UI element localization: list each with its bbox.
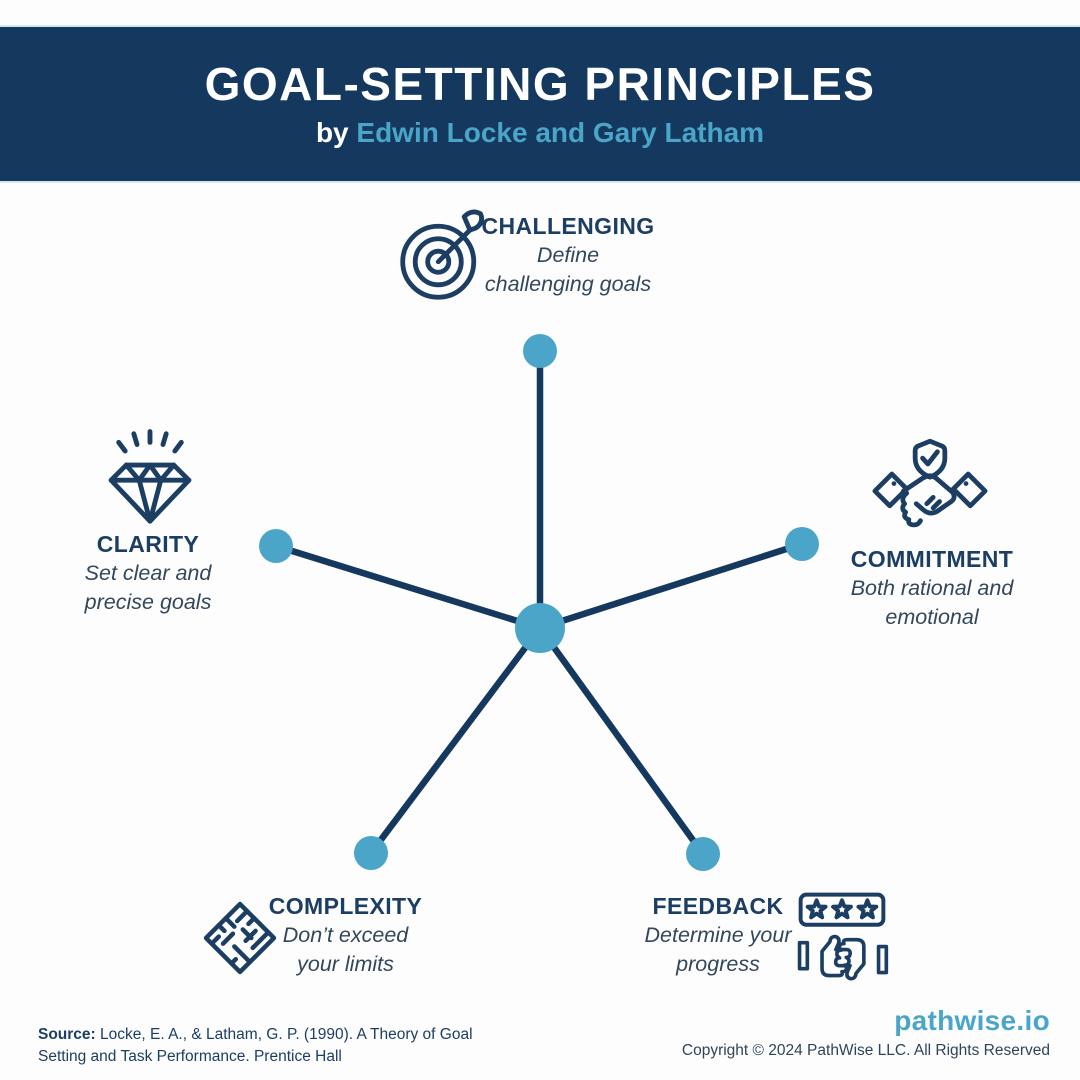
principle-label: CLARITY: [96, 531, 200, 557]
principle-desc-line2: your limits: [297, 951, 394, 976]
principle-desc-line1: Set clear and: [84, 560, 212, 585]
hub-dot: [515, 603, 565, 653]
principle-desc-line1: Both rational and: [850, 575, 1014, 600]
principle-desc-line1: Don’t exceed: [282, 922, 409, 947]
principle-desc-line1: Define: [536, 242, 600, 267]
subtitle-by: by: [315, 117, 357, 148]
copyright-text: Copyright © 2024 PathWise LLC. All Right…: [681, 1042, 1050, 1059]
header-band: GOAL-SETTING PRINCIPLES by Edwin Locke a…: [0, 25, 1080, 183]
connector-commitment: [539, 540, 803, 632]
node-dot-commitment: [785, 527, 819, 561]
principle-challenging: CHALLENGING Define challenging goals: [448, 212, 688, 299]
rating-thumbs-icon: [795, 886, 889, 986]
brand-logo: pathwise.io: [894, 1005, 1050, 1036]
principle-desc-line2: precise goals: [84, 589, 212, 614]
node-dot-clarity: [259, 529, 293, 563]
diamond-icon: [95, 424, 205, 532]
page-subtitle: by Edwin Locke and Gary Latham: [316, 119, 764, 147]
handshake-shield-icon: [868, 438, 992, 544]
maze-icon: [190, 888, 290, 988]
source-citation: Source: Locke, E. A., & Latham, G. P. (1…: [38, 1024, 490, 1068]
principle-label: CHALLENGING: [481, 213, 655, 239]
principle-desc-line1: Determine your: [644, 922, 792, 947]
node-dot-feedback: [686, 837, 720, 871]
source-text: Locke, E. A., & Latham, G. P. (1990). A …: [38, 1026, 473, 1065]
source-label: Source:: [38, 1026, 96, 1043]
target-arrow-icon: [396, 208, 492, 304]
connector-feedback: [537, 626, 706, 856]
connector-clarity: [275, 542, 541, 632]
principle-complexity: COMPLEXITY Don’t exceed your limits: [268, 892, 423, 979]
principle-feedback: FEEDBACK Determine your progress: [638, 892, 798, 979]
subtitle-authors: Edwin Locke and Gary Latham: [356, 117, 765, 148]
principle-label: FEEDBACK: [652, 893, 784, 919]
connector-complexity: [368, 626, 543, 855]
principle-label: COMPLEXITY: [268, 893, 423, 919]
principle-desc-line2: emotional: [885, 604, 979, 629]
page-title: GOAL-SETTING PRINCIPLES: [204, 58, 876, 110]
principle-desc-line2: challenging goals: [484, 271, 652, 296]
node-dot-complexity: [354, 836, 388, 870]
principle-desc-line2: progress: [676, 951, 760, 976]
node-dot-challenging: [523, 334, 557, 368]
principle-label: COMMITMENT: [850, 546, 1014, 572]
principle-commitment: COMMITMENT Both rational and emotional: [818, 545, 1046, 632]
principle-clarity: CLARITY Set clear and precise goals: [38, 530, 258, 617]
